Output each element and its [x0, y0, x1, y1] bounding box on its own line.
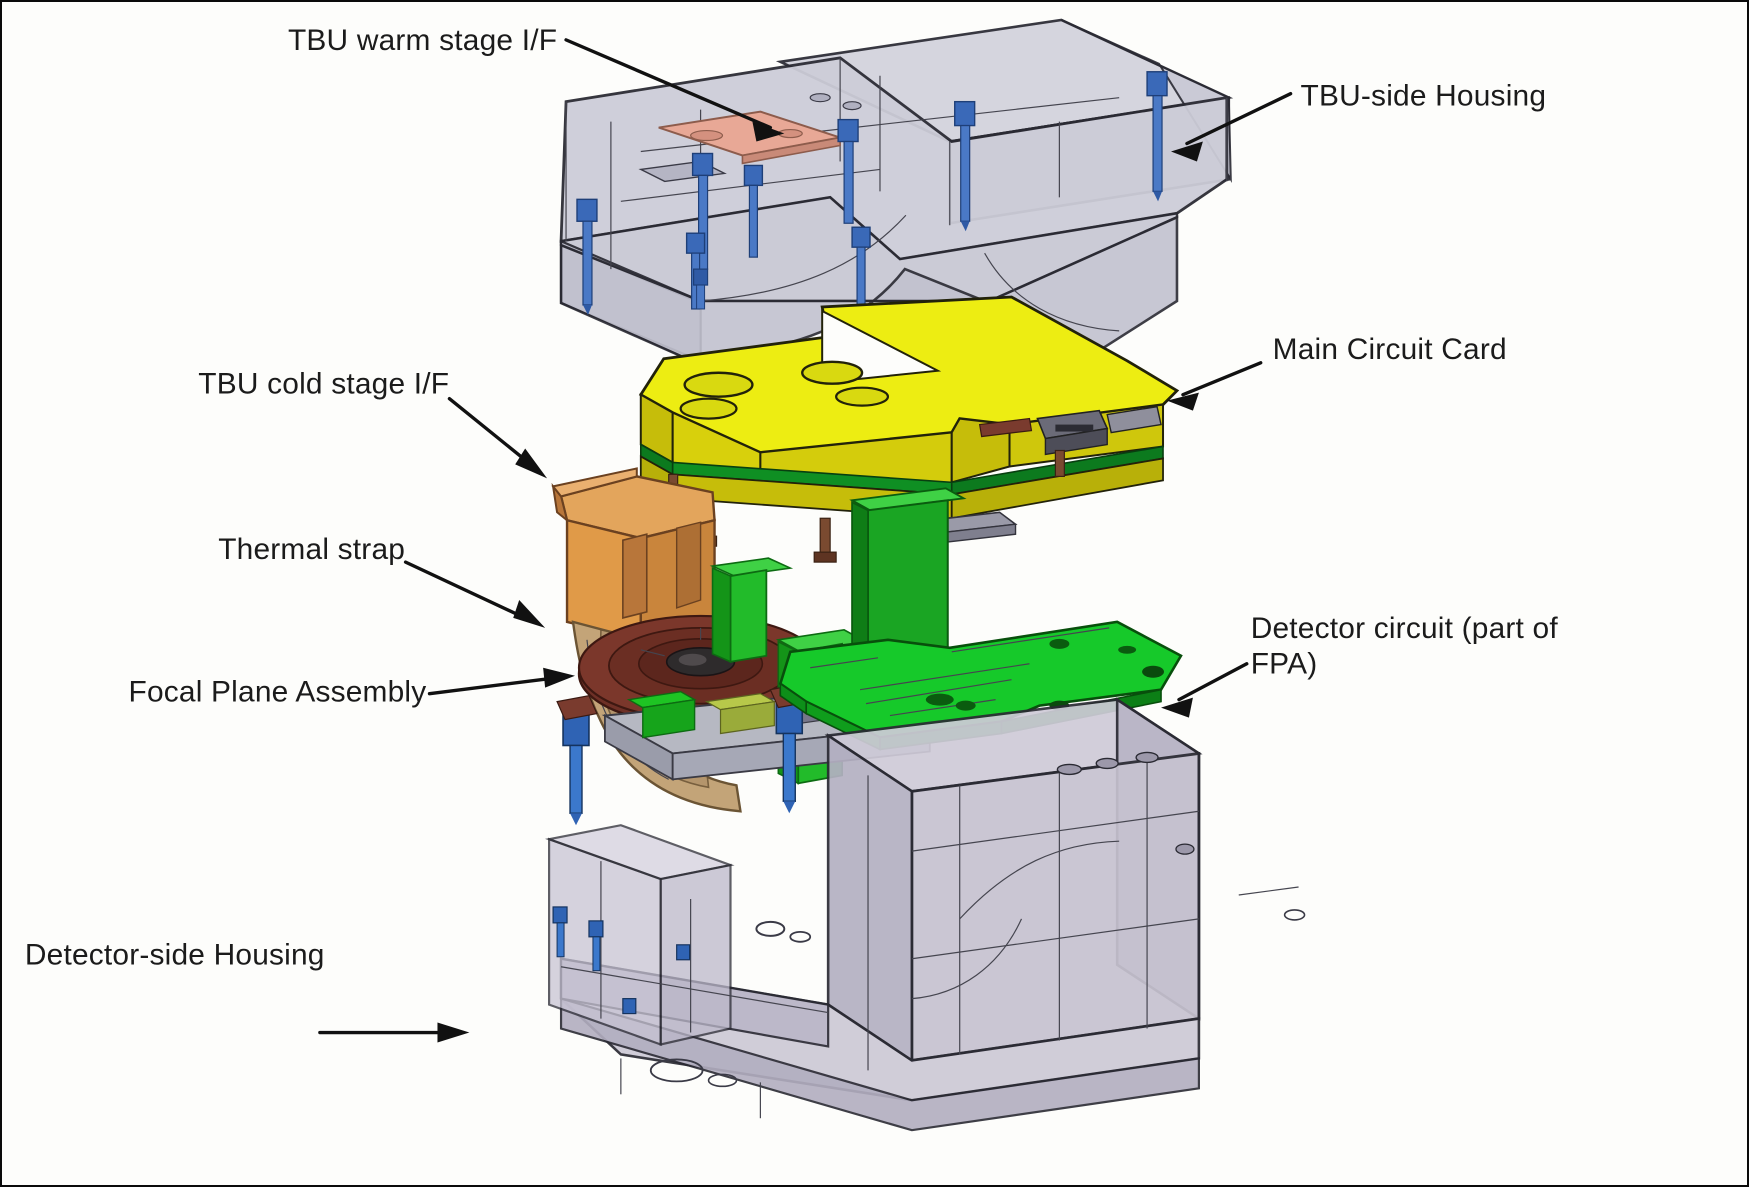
- label-tbu-warm-stage: TBU warm stage I/F: [288, 24, 557, 57]
- label-detector-circuit-line2: FPA): [1251, 648, 1318, 681]
- detector-side-housing: [544, 697, 1306, 1132]
- label-detector-circuit-line1: Detector circuit (part of: [1251, 612, 1559, 645]
- housing-fasteners-upper: [576, 71, 1168, 315]
- detector-circuit: [778, 487, 1183, 751]
- label-tbu-side-housing: TBU-side Housing: [1301, 80, 1547, 113]
- card-connector: [978, 405, 1162, 456]
- label-thermal-strap: Thermal strap: [218, 533, 405, 566]
- label-main-circuit-card: Main Circuit Card: [1273, 333, 1507, 366]
- label-detector-side-housing: Detector-side Housing: [25, 939, 325, 972]
- label-focal-plane-assembly: Focal Plane Assembly: [129, 676, 427, 709]
- label-tbu-cold-stage: TBU cold stage I/F: [198, 368, 449, 401]
- leader-lines: [318, 38, 1293, 1043]
- tbu-cold-stage-interface: [551, 467, 716, 642]
- housing-fasteners-lower: [552, 906, 691, 1015]
- tbu-warm-stage-interface: [658, 110, 841, 165]
